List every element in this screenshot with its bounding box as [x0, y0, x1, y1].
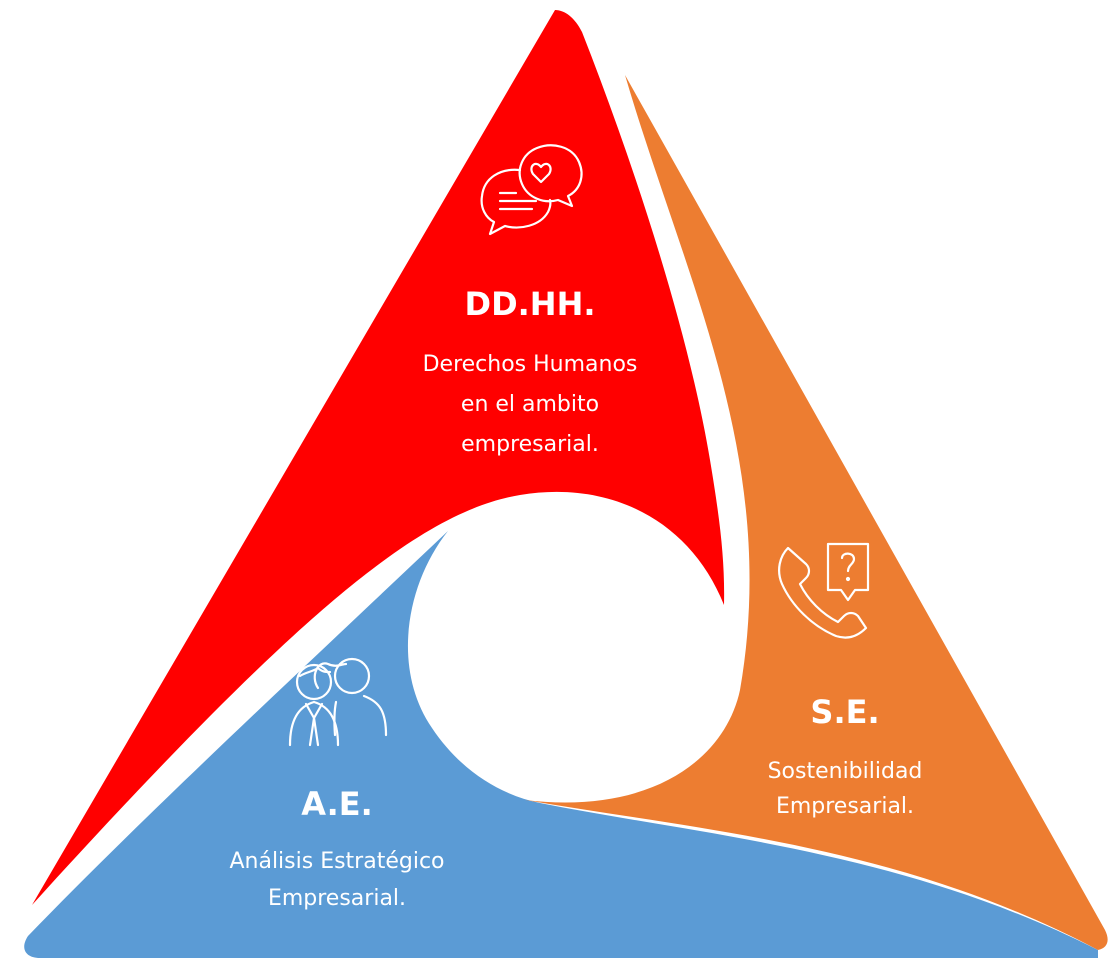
segment-bottom-line-2: Empresarial. [268, 886, 406, 911]
phone-question-icon [778, 542, 870, 639]
segment-top-title: DD.HH. [465, 285, 596, 323]
segment-right-line-2: Empresarial. [776, 794, 914, 819]
segment-top-line-1: Derechos Humanos [423, 352, 638, 377]
segment-top-line-2: en el ambito [461, 392, 599, 417]
segment-right-shape [525, 75, 1108, 950]
segment-top-line-3: empresarial. [461, 432, 599, 457]
people-icon [288, 657, 388, 747]
segment-top-shape [32, 10, 725, 905]
segment-bottom-line-1: Análisis Estratégico [229, 849, 444, 874]
segment-right-line-1: Sostenibilidad [768, 759, 923, 784]
segment-bottom-shape [24, 531, 1098, 958]
segment-right-title: S.E. [810, 693, 879, 731]
segment-bottom-title: A.E. [301, 785, 373, 823]
chat-heart-icon [480, 144, 583, 236]
